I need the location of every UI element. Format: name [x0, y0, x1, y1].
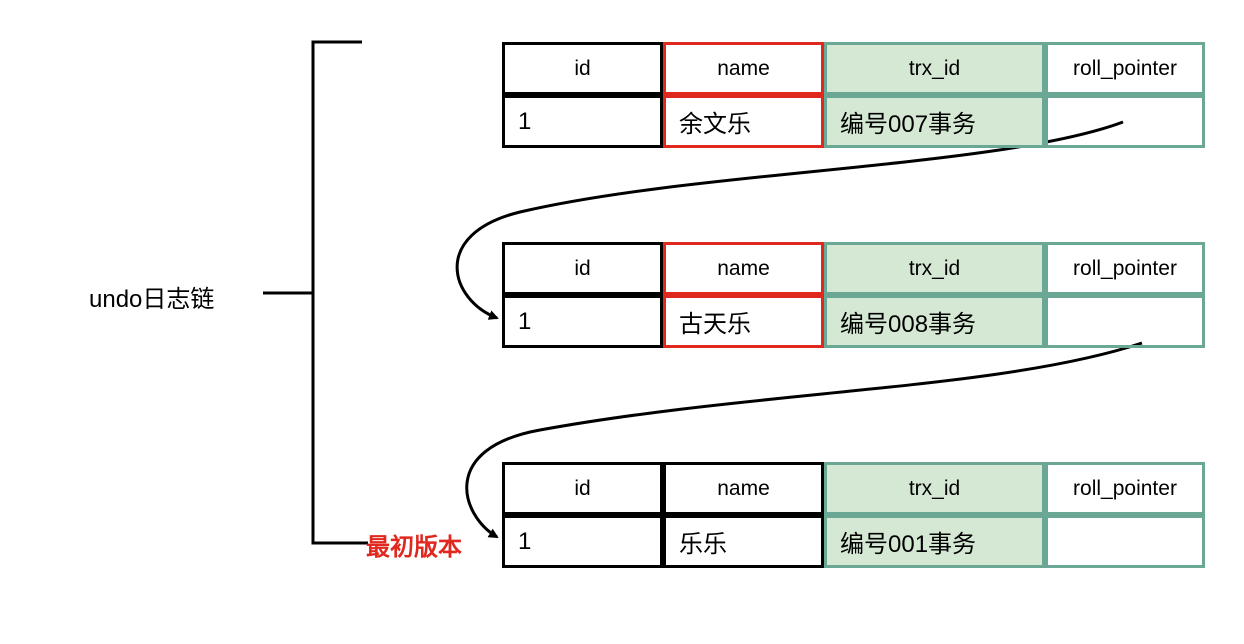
record-roll-pointer	[1045, 295, 1205, 348]
header-name: name	[663, 242, 824, 295]
header-roll-pointer: roll_pointer	[1045, 42, 1205, 95]
undo-record-1: id name trx_id roll_pointer 1 余文乐 编号007事…	[502, 42, 1205, 148]
record-id: 1	[502, 295, 663, 348]
initial-version-label: 最初版本	[366, 534, 462, 561]
header-trx-id: trx_id	[824, 42, 1045, 95]
record-name: 乐乐	[663, 515, 824, 568]
record-name: 余文乐	[663, 95, 824, 148]
header-roll-pointer: roll_pointer	[1045, 462, 1205, 515]
record-trx-id: 编号007事务	[824, 95, 1045, 148]
undo-record-3: id name trx_id roll_pointer 1 乐乐 编号001事务	[502, 462, 1205, 568]
record-roll-pointer	[1045, 95, 1205, 148]
roll-pointer-arrow-1	[455, 120, 1124, 320]
header-id: id	[502, 242, 663, 295]
header-id: id	[502, 462, 663, 515]
header-name: name	[663, 462, 824, 515]
record-trx-id: 编号008事务	[824, 295, 1045, 348]
record-trx-id: 编号001事务	[824, 515, 1045, 568]
record-roll-pointer	[1045, 515, 1205, 568]
header-roll-pointer: roll_pointer	[1045, 242, 1205, 295]
header-trx-id: trx_id	[824, 242, 1045, 295]
record-id: 1	[502, 95, 663, 148]
undo-record-2: id name trx_id roll_pointer 1 古天乐 编号008事…	[502, 242, 1205, 348]
chain-bracket	[311, 40, 368, 545]
header-name: name	[663, 42, 824, 95]
record-name: 古天乐	[663, 295, 824, 348]
roll-pointer-arrow-2	[465, 341, 1143, 539]
header-trx-id: trx_id	[824, 462, 1045, 515]
undo-chain-label: undo日志链	[89, 286, 215, 313]
header-id: id	[502, 42, 663, 95]
record-id: 1	[502, 515, 663, 568]
